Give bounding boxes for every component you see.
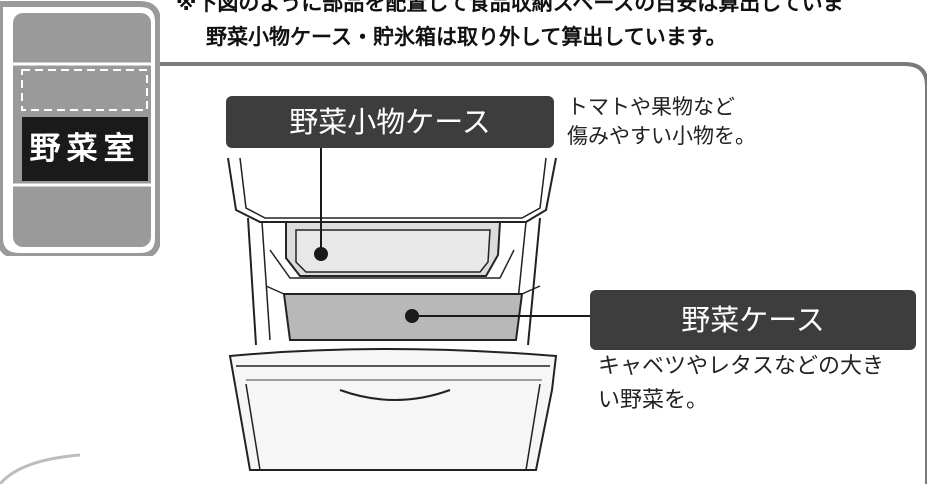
vegetable-case-description: キャベツやレタスなどの大き い野菜を。	[598, 350, 884, 418]
small-case-description: トマトや果物など 傷みやすい小物を。	[567, 93, 756, 151]
small-case-label: 野菜小物ケース	[226, 96, 554, 148]
vegetable-case-description-line: キャベツやレタスなどの大き	[598, 354, 885, 379]
header-note: ※下図のように部品を配置して食品収納スペースの目安は算出していま 野菜小物ケース…	[176, 0, 927, 54]
refrigerator-icon	[0, 1, 160, 256]
vegetable-case-description-line: い野菜を。	[598, 388, 709, 413]
vegetable-compartment-label: 野菜室	[29, 131, 141, 167]
vegetable-case-label: 野菜ケース	[590, 290, 916, 350]
small-case-description-line: トマトや果物など	[567, 95, 735, 119]
small-case-description-line: 傷みやすい小物を。	[567, 124, 756, 148]
note-line-1: ※下図のように部品を配置して食品収納スペースの目安は算出していま	[176, 0, 844, 15]
note-line-2: 野菜小物ケース・貯氷箱は取り外して算出しています。	[206, 25, 727, 49]
